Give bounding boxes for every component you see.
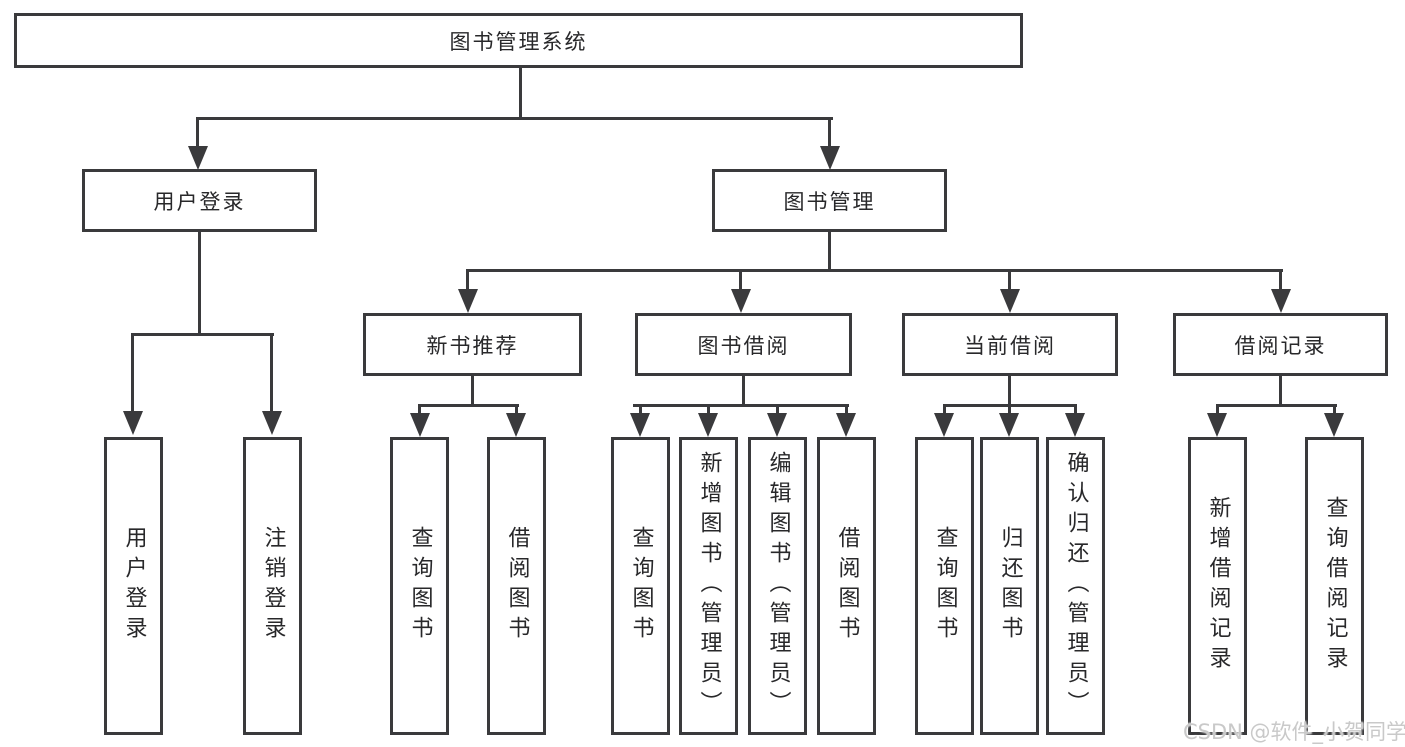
arrowhead-logout-leaf-icon [262, 411, 282, 435]
leaf-return-books: 归还图书 [980, 437, 1039, 735]
arrowhead-g3-c2-icon [999, 413, 1019, 437]
arrowhead-user-login-icon [188, 146, 208, 170]
arrowhead-g4-c2-icon [1324, 413, 1344, 437]
leaf-borrow-query-books-label: 查询图书 [628, 526, 654, 646]
connector-root-stem [519, 68, 522, 119]
arrowhead-g3-c3-icon [1065, 413, 1085, 437]
connector-login-leaf-stem [131, 335, 134, 413]
connector-g1-stem [471, 376, 474, 406]
node-user-login: 用户登录 [82, 169, 317, 232]
leaf-rec-query-books-label: 查询图书 [407, 526, 433, 646]
connector-g1-bar [418, 404, 519, 407]
leaf-return-books-label: 归还图书 [997, 526, 1023, 646]
leaf-add-books-admin-label: 新增图书（管理员） [696, 451, 722, 721]
connector-new-book-rec-stem [466, 271, 469, 291]
node-new-book-recommendation: 新书推荐 [363, 313, 582, 376]
connector-g1-c2-stem [515, 406, 518, 416]
connector-g2-bar [633, 404, 849, 407]
arrowhead-new-book-rec-icon [458, 289, 478, 313]
leaf-confirm-return-admin: 确认归还（管理员） [1046, 437, 1105, 735]
connector-g2-c1-stem [639, 406, 642, 416]
node-current-borrowing: 当前借阅 [902, 313, 1118, 376]
connector-g3-stem [1008, 376, 1011, 406]
connector-g3-bar [943, 404, 1077, 407]
leaf-logout-label: 注销登录 [260, 526, 286, 646]
node-book-borrowing-label: 图书借阅 [697, 333, 790, 358]
node-borrowing-records-label: 借阅记录 [1234, 333, 1327, 358]
connector-g1-c1-stem [418, 406, 421, 416]
connector-g3-c2-stem [1008, 406, 1011, 416]
connector-book-borrow-stem [739, 271, 742, 291]
leaf-add-books-admin: 新增图书（管理员） [679, 437, 738, 735]
node-library-management-system-label: 图书管理系统 [449, 29, 588, 54]
arrowhead-current-borrow-icon [1000, 289, 1020, 313]
connector-g4-stem [1279, 376, 1282, 406]
leaf-user-login: 用户登录 [104, 437, 163, 735]
node-current-borrowing-label: 当前借阅 [964, 333, 1056, 358]
leaf-user-login-label: 用户登录 [121, 526, 147, 646]
arrowhead-g2-c3-icon [767, 413, 787, 437]
connector-user-login-bar [131, 333, 274, 336]
node-book-management-label: 图书管理 [783, 189, 876, 214]
node-library-management-system: 图书管理系统 [14, 13, 1023, 68]
node-borrowing-records: 借阅记录 [1173, 313, 1388, 376]
connector-book-management-bar [466, 269, 1283, 272]
watermark: CSDN @软件_小贺同学 [1183, 720, 1405, 744]
arrowhead-book-management-icon [820, 146, 840, 170]
leaf-logout: 注销登录 [243, 437, 302, 735]
leaf-confirm-return-admin-label: 确认归还（管理员） [1063, 451, 1089, 721]
connector-g4-c2-stem [1333, 406, 1336, 416]
leaf-query-borrow-record-label: 查询借阅记录 [1322, 496, 1348, 676]
node-book-management: 图书管理 [712, 169, 947, 232]
node-user-login-label: 用户登录 [153, 189, 246, 214]
connector-g2-c3-stem [776, 406, 779, 416]
connector-book-management-stem [828, 232, 831, 272]
arrowhead-book-borrow-icon [731, 289, 751, 313]
leaf-query-borrow-record: 查询借阅记录 [1305, 437, 1364, 735]
connector-g4-bar [1216, 404, 1337, 407]
node-book-borrowing: 图书借阅 [635, 313, 852, 376]
connector-current-borrow-stem [1008, 271, 1011, 291]
leaf-add-borrow-record: 新增借阅记录 [1188, 437, 1247, 735]
connector-g3-c1-stem [943, 406, 946, 416]
leaf-rec-query-books: 查询图书 [390, 437, 449, 735]
arrowhead-g2-c4-icon [836, 413, 856, 437]
leaf-edit-books-admin: 编辑图书（管理员） [748, 437, 807, 735]
leaf-rec-borrow-books-label: 借阅图书 [504, 526, 530, 646]
leaf-borrow-books-label: 借阅图书 [834, 526, 860, 646]
connector-root-bar [196, 117, 833, 120]
arrowhead-g2-c1-icon [630, 413, 650, 437]
connector-g2-c4-stem [845, 406, 848, 416]
node-new-book-recommendation-label: 新书推荐 [426, 333, 519, 358]
leaf-rec-borrow-books: 借阅图书 [487, 437, 546, 735]
connector-root-to-user-login-stem [196, 119, 199, 148]
arrowhead-g1-c1-icon [410, 413, 430, 437]
connector-borrow-records-stem [1279, 271, 1282, 291]
leaf-add-borrow-record-label: 新增借阅记录 [1205, 496, 1231, 676]
arrowhead-g2-c2-icon [698, 413, 718, 437]
arrowhead-g3-c1-icon [934, 413, 954, 437]
leaf-borrow-books: 借阅图书 [817, 437, 876, 735]
connector-user-login-stem [198, 232, 201, 336]
connector-g2-stem [742, 376, 745, 406]
arrowhead-g4-c1-icon [1207, 413, 1227, 437]
connector-logout-leaf-stem [270, 335, 273, 413]
leaf-current-query-books: 查询图书 [915, 437, 974, 735]
leaf-edit-books-admin-label: 编辑图书（管理员） [765, 451, 791, 721]
arrowhead-g1-c2-icon [506, 413, 526, 437]
arrowhead-borrow-records-icon [1271, 289, 1291, 313]
connector-g3-c3-stem [1074, 406, 1077, 416]
connector-root-to-book-management-stem [828, 119, 831, 148]
connector-g2-c2-stem [707, 406, 710, 416]
leaf-borrow-query-books: 查询图书 [611, 437, 670, 735]
leaf-current-query-books-label: 查询图书 [932, 526, 958, 646]
arrowhead-login-leaf-icon [123, 411, 143, 435]
connector-g4-c1-stem [1216, 406, 1219, 416]
